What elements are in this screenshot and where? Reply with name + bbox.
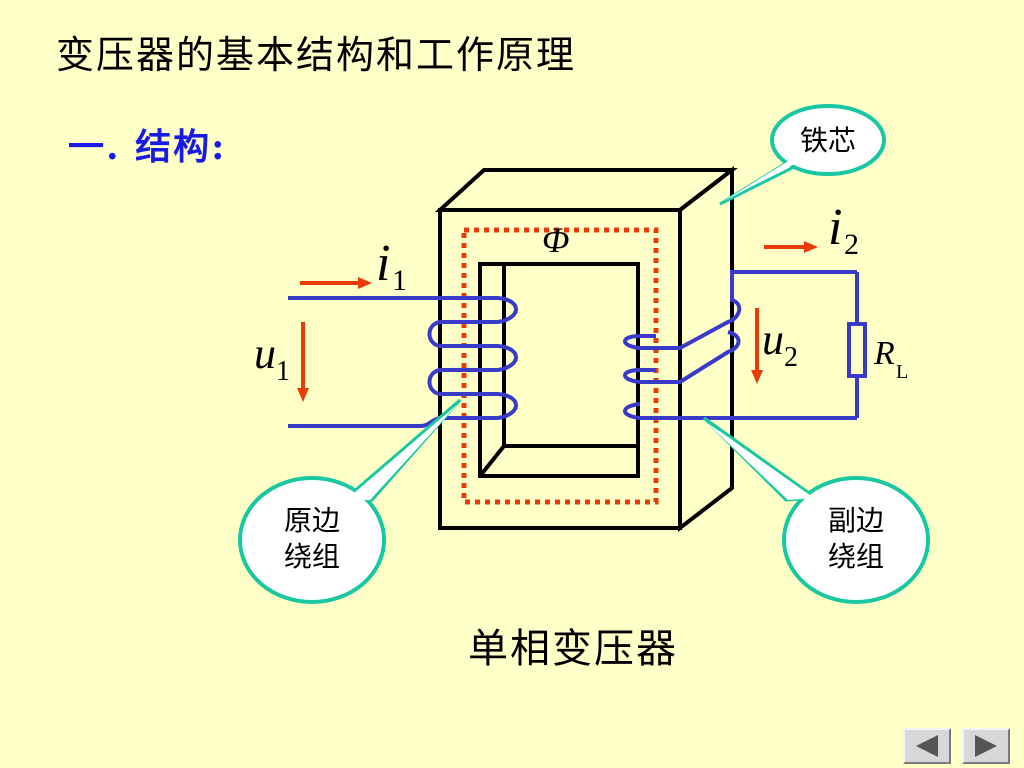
primary-winding-callout: 原边 绕组 bbox=[238, 398, 462, 604]
load-subscript: L bbox=[896, 361, 908, 383]
triangle-right-icon bbox=[975, 735, 997, 757]
primary-winding bbox=[288, 296, 518, 428]
primary-callout-line2: 绕组 bbox=[284, 540, 340, 573]
section-heading: 一. 结构: bbox=[68, 126, 227, 168]
flux-path bbox=[461, 227, 659, 505]
secondary-winding bbox=[623, 270, 859, 420]
load-resistor bbox=[847, 322, 867, 378]
triangle-left-icon bbox=[916, 735, 938, 757]
flux-symbol: Φ bbox=[542, 220, 569, 260]
secondary-winding-callout: 副边 绕组 bbox=[702, 416, 930, 604]
i1-subscript: 1 bbox=[392, 264, 407, 297]
diagram-caption: 单相变压器 bbox=[468, 626, 678, 672]
core-right-face bbox=[678, 165, 734, 533]
u1-label: u bbox=[254, 329, 276, 378]
slide-title: 变压器的基本结构和工作原理 bbox=[56, 33, 577, 77]
u1-arrow bbox=[297, 322, 309, 402]
i2-subscript: 2 bbox=[844, 228, 859, 261]
u2-arrow bbox=[751, 308, 763, 384]
i1-label: i bbox=[376, 235, 390, 292]
u2-label: u bbox=[762, 315, 784, 364]
i1-arrow bbox=[300, 277, 372, 289]
core-callout: 铁芯 bbox=[719, 104, 886, 206]
u2-subscript: 2 bbox=[784, 342, 798, 373]
u1-subscript: 1 bbox=[276, 356, 290, 387]
primary-callout-line1: 原边 bbox=[284, 504, 340, 537]
window-depth-corner bbox=[478, 444, 506, 478]
core-callout-text: 铁芯 bbox=[800, 124, 856, 157]
i2-arrow bbox=[764, 241, 818, 253]
load-label: R bbox=[873, 335, 895, 372]
i2-label: i bbox=[828, 199, 842, 256]
secondary-callout-line1: 副边 bbox=[828, 504, 884, 537]
previous-slide-button[interactable] bbox=[903, 728, 951, 764]
next-slide-button[interactable] bbox=[962, 728, 1010, 764]
secondary-callout-line2: 绕组 bbox=[828, 540, 884, 573]
